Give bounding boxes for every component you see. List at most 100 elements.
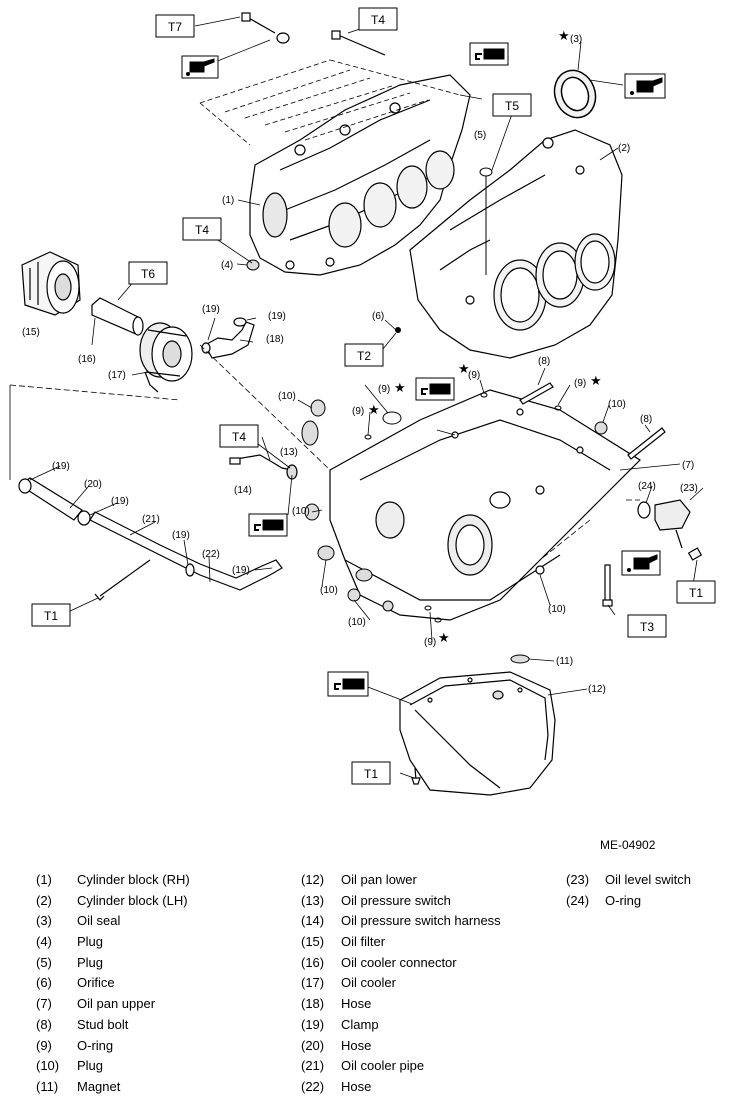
callout-14: (14)	[234, 485, 252, 496]
legend-item-label: Oil pressure switch harness	[341, 913, 501, 929]
callout-12: (12)	[588, 684, 606, 695]
plugs-10	[301, 399, 608, 612]
magnet-11	[510, 654, 530, 664]
legend-item: (19)Clamp	[301, 1017, 501, 1038]
pan-bolt-t3	[602, 564, 613, 607]
oil-pressure-switch-13	[229, 454, 298, 480]
legend-column-3: (23)Oil level switch(24)O-ring	[566, 872, 691, 913]
block-bolts	[241, 12, 386, 56]
callout-10: (10)	[348, 617, 366, 628]
legend-item-number: (2)	[36, 892, 52, 908]
callout-19: (19)	[111, 496, 129, 507]
legend-item-label: O-ring	[77, 1037, 114, 1053]
torque-label: T2	[357, 349, 371, 363]
torque-label: T7	[168, 20, 182, 34]
sealant-tube-icon	[415, 377, 455, 401]
legend-item-number: (16)	[301, 954, 325, 970]
legend-item-number: (21)	[301, 1058, 325, 1074]
callout-23: (23)	[680, 483, 698, 494]
callout-4: (4)	[221, 260, 233, 271]
callout-19: (19)	[202, 304, 220, 315]
legend-item-number: (3)	[36, 913, 52, 929]
oil-can-icon	[624, 73, 666, 99]
callout-22: (22)	[202, 549, 220, 560]
leader-lines	[29, 16, 704, 779]
callout-7: (7)	[682, 460, 694, 471]
legend-item-label: Stud bolt	[77, 1016, 129, 1032]
star-icon: ★	[558, 29, 570, 44]
torque-boxes	[31, 7, 716, 785]
legend-item-label: Hose	[341, 1078, 372, 1094]
oil-can-icons	[181, 55, 666, 576]
legend-item-label: Oil pressure switch	[341, 892, 451, 908]
torque-label: T4	[232, 430, 246, 444]
legend-item-label: Oil level switch	[605, 872, 691, 887]
legend-item: (16)Oil cooler connector	[301, 955, 501, 976]
legend-item: (21)Oil cooler pipe	[301, 1058, 501, 1079]
legend-item: (5) Plug	[36, 955, 190, 976]
callout-10: (10)	[548, 604, 566, 615]
star-icon: ★	[438, 631, 450, 646]
legend-item: (22)Hose	[301, 1079, 501, 1100]
legend-item-label: Plug	[77, 954, 104, 970]
callout-10: (10)	[608, 399, 626, 410]
legend-column-2: (12)Oil pan lower(13)Oil pressure switch…	[301, 872, 501, 1100]
legend-item-number: (18)	[301, 996, 325, 1012]
oil-pan-lower-12	[399, 671, 556, 796]
legend-item-label: O-ring	[605, 892, 642, 908]
oil-pan-upper-7	[329, 389, 641, 621]
oil-can-icon	[621, 550, 661, 576]
callout-6: (6)	[372, 311, 384, 322]
callout-5: (5)	[474, 130, 486, 141]
legend-item-number: (17)	[301, 975, 325, 991]
legend-item-label: Oil pan upper	[77, 996, 156, 1012]
legend-column-1: (1)Cylinder block (RH)(2)Cylinder block …	[36, 872, 190, 1100]
legend-item: (14) Oil pressure switch harness	[301, 913, 501, 934]
callout-24: (24)	[638, 481, 656, 492]
cylinder-block-rh	[249, 74, 471, 276]
callout-21: (21)	[142, 514, 160, 525]
callout-9: (9)	[468, 370, 480, 381]
star-icon: ★	[368, 403, 380, 418]
bolt-guide-lines	[199, 59, 461, 146]
oil-filter-15	[21, 251, 81, 316]
torque-label: T4	[195, 223, 209, 237]
callout-19: (19)	[268, 311, 286, 322]
legend-item-label: Oil pan lower	[341, 872, 417, 887]
legend-item-label: Clamp	[341, 1016, 379, 1032]
legend-item-number: (20)	[301, 1037, 325, 1053]
torque-label: T4	[371, 13, 385, 27]
torque-label: T3	[640, 620, 654, 634]
stud-bolts-8	[519, 382, 666, 460]
legend-item-number: (8)	[36, 1016, 52, 1032]
sealant-tube-icon	[248, 513, 288, 537]
legend-item-number: (11)	[36, 1078, 59, 1094]
legend-item-label: Cylinder block (LH)	[77, 892, 188, 908]
legend-item: (13)Oil pressure switch	[301, 893, 501, 914]
torque-label: T1	[689, 586, 703, 600]
legend-item-number: (14)	[301, 913, 325, 929]
legend-item-number: (6)	[36, 975, 52, 991]
legend-item-number: (24)	[566, 892, 590, 908]
legend-item: (6)Orifice	[36, 975, 190, 996]
legend-item: (9) O-ring	[36, 1038, 190, 1059]
torque-label: T1	[44, 609, 58, 623]
legend-item: (8) Stud bolt	[36, 1017, 190, 1038]
legend-item-number: (5)	[36, 954, 52, 970]
sealant-tube-icon	[469, 42, 509, 66]
legend-item-number: (7)	[36, 996, 52, 1012]
callout-8: (8)	[640, 414, 652, 425]
callout-19: (19)	[172, 530, 190, 541]
legend-item-number: (4)	[36, 934, 52, 950]
callout-10: (10)	[292, 506, 310, 517]
callout-2: (2)	[618, 143, 630, 154]
legend-item: (20)Hose	[301, 1038, 501, 1059]
legend-item: (11)Magnet	[36, 1079, 190, 1100]
torque-box-labels: T7 T4 T5 T4 T6 T2 T4 T1 T3 T1 T1	[44, 13, 703, 781]
callout-17: (17)	[108, 370, 126, 381]
legend-item-number: (9)	[36, 1037, 52, 1053]
callout-10: (10)	[320, 585, 338, 596]
callout-20: (20)	[84, 479, 102, 490]
legend-item: (24) O-ring	[566, 893, 691, 914]
callout-9: (9)	[352, 406, 364, 417]
